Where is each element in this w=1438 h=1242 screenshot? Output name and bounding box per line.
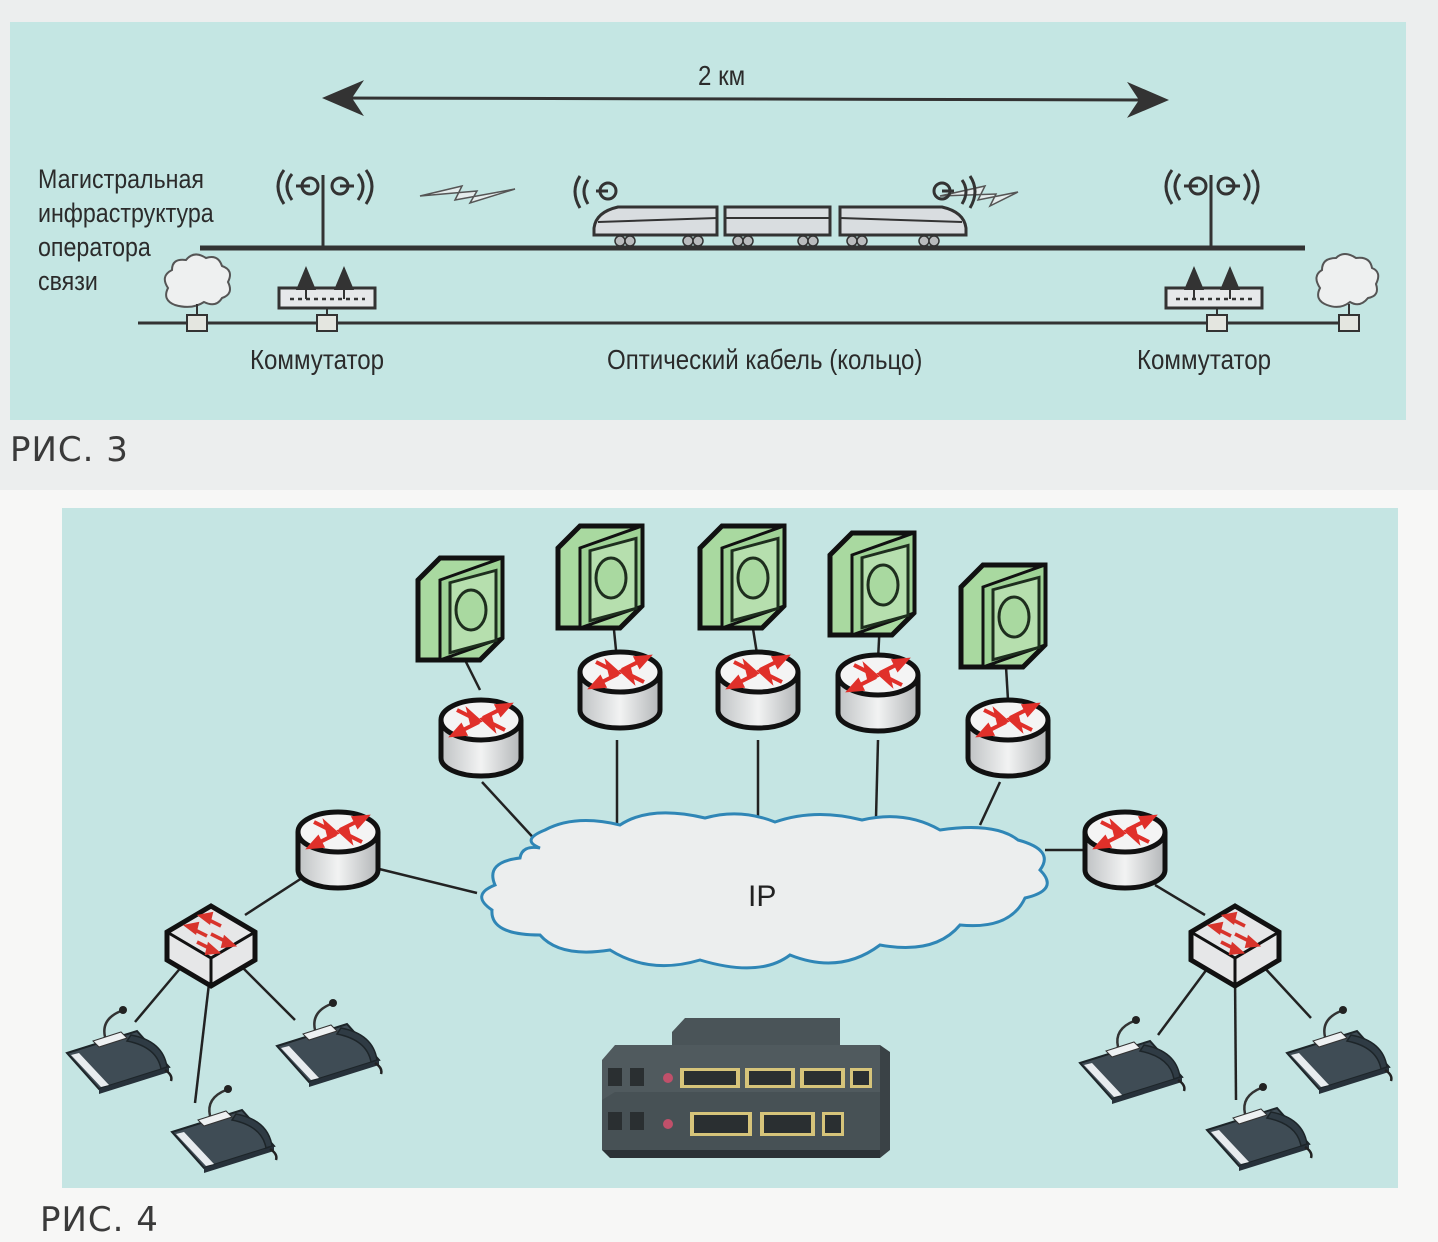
backbone-label-line-2: инфраструктура (38, 198, 214, 228)
cloud-icon-right (1315, 253, 1380, 308)
router-icon (968, 700, 1048, 776)
ip-phone-icon (1285, 1004, 1393, 1096)
distance-arrow (322, 80, 1169, 118)
radio-link-icon-left (419, 184, 516, 205)
ip-phone-icon (275, 997, 383, 1089)
train-icon (592, 205, 968, 247)
hardware-switch-stack-icon (602, 1018, 890, 1158)
server-icon (558, 526, 642, 628)
figure-3-drawing (138, 80, 1380, 332)
distance-label: 2 км (698, 60, 746, 91)
train-antenna-icon-rear (932, 175, 977, 209)
server-icon (700, 526, 784, 628)
router-icon (580, 652, 660, 728)
cable-node-left-cloud (186, 314, 208, 332)
server-icon (418, 558, 502, 660)
ip-cloud-label: IP (748, 880, 776, 913)
antenna-icon-right (1164, 169, 1260, 248)
switch-left-label: Коммутатор (250, 344, 385, 375)
server-icon (830, 533, 914, 635)
ip-phone-icon (65, 1004, 173, 1096)
ip-cloud-icon (480, 811, 1049, 970)
ip-phone-icon (1205, 1081, 1313, 1173)
radio-link-icon-right (939, 184, 1019, 208)
router-icon (718, 652, 798, 728)
ip-phone-icon (170, 1083, 278, 1175)
antenna-icon-left (276, 169, 374, 248)
server-icon (961, 565, 1045, 667)
router-icon (1085, 812, 1165, 888)
backbone-label-line-1: Магистральная (38, 164, 204, 194)
router-icon (838, 655, 918, 731)
switch-icon-left (277, 266, 377, 332)
backbone-label-line-4: связи (38, 266, 98, 296)
figure-4-caption: РИС. 4 (40, 1200, 159, 1240)
cable-node-right-cloud (1338, 314, 1360, 332)
ip-phone-icon (1078, 1014, 1186, 1106)
workgroup-switch-icon (167, 906, 255, 986)
train-antenna-icon-front (573, 175, 618, 209)
router-icon (298, 812, 378, 888)
cloud-icon-left (163, 253, 231, 308)
backbone-label-line-3: оператора (38, 232, 151, 262)
optical-cable-label: Оптический кабель (кольцо) (607, 344, 923, 375)
switch-right-label: Коммутатор (1137, 344, 1272, 375)
figure-3-caption: РИС. 3 (10, 430, 129, 470)
switch-icon-right (1164, 266, 1264, 332)
router-icon (441, 700, 521, 776)
